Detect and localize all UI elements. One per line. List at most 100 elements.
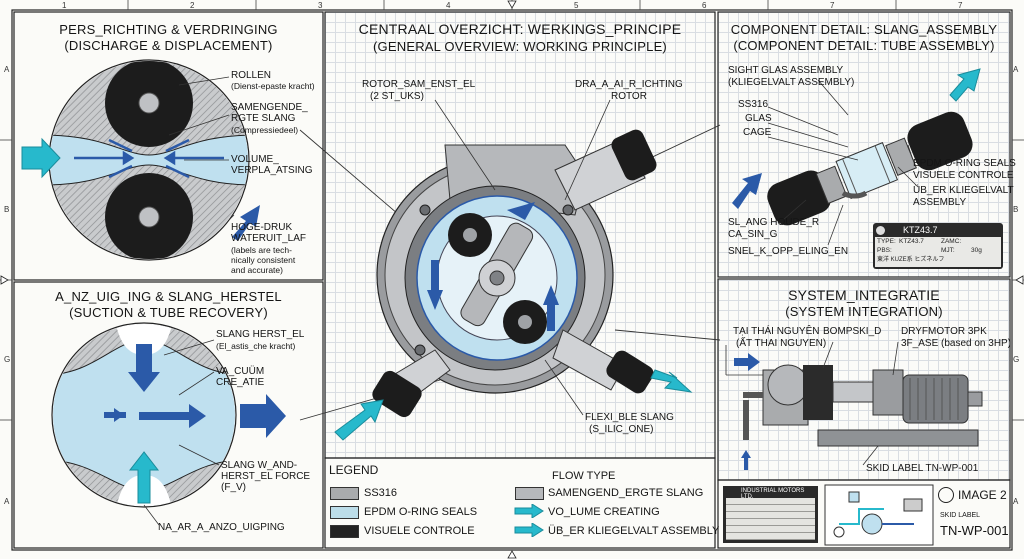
label-cage: CAGE (743, 127, 772, 138)
system-title: SYSTEM_INTEGRATIE (788, 287, 940, 303)
ruler-top-3: 3 (318, 1, 323, 10)
nameplate-pbs-label: PBS: (877, 247, 892, 254)
ruler-top-6: 6 (702, 1, 707, 10)
ruler-right-a2: A (1013, 497, 1019, 506)
legend-flow-volume: VO_LUME CREATING (548, 506, 660, 518)
nameplate-type-value: KTZ43.7 (899, 238, 924, 245)
label-tai-1: TẠI THÁI NGUYÊN (733, 326, 820, 337)
legend-swatch-ss316 (330, 487, 359, 500)
label-houder-1: SL_ANG HOUDE_R (728, 217, 820, 228)
nameplate: KTZ43.7 TYPE: KTZ43.7 ZAMC: PBS: MJT: 30… (873, 223, 1003, 269)
label-glas: GLAS (745, 113, 772, 124)
component-subtitle: (COMPONENT DETAIL: TUBE ASSEMBLY) (733, 38, 995, 53)
skid-label-small: SKID LABEL (940, 512, 981, 519)
ruler-top-1: 1 (62, 1, 67, 10)
label-verpla: VERPLA_ATSING (231, 165, 313, 176)
ruler-top-4: 4 (446, 1, 451, 10)
ruler-top-7b: 7 (958, 1, 963, 10)
system-subtitle: (SYSTEM INTEGRATION) (785, 304, 943, 319)
legend-item-visuele: VISUELE CONTROLE (364, 525, 475, 537)
system-illustration (725, 341, 983, 470)
label-rollen-sub: (Dienst-epaste kracht) (231, 81, 315, 91)
label-flexi-2: (S_ILIC_ONE) (589, 424, 654, 435)
schematic-icon (824, 484, 934, 546)
center-subtitle: (GENERAL OVERVIEW: WORKING PRINCIPLE) (373, 39, 667, 54)
label-uber-2: ASSEMBLY (913, 197, 967, 208)
legend-item-epdm: EPDM O-RING SEALS (364, 506, 478, 518)
image-badge-icon (938, 487, 954, 503)
ruler-right-g: G (1013, 355, 1020, 364)
discharge-illustration (21, 59, 260, 261)
nameplate-type-label: TYPE: (877, 238, 896, 245)
legend-arrow-uber (514, 523, 544, 537)
label-wateruit: WATERUIT_LAF (231, 233, 307, 244)
motor-plate-company: INDUSTRIAL MOTORS LTD. (741, 488, 805, 500)
center-title: CENTRAAL OVERZICHT: WERKINGS_PRINCIPE (358, 21, 682, 37)
label-force-1: SLANG W_AND- (221, 460, 298, 471)
legend-flow-title: FLOW TYPE (552, 470, 616, 482)
label-uber-1: ÜB_ER KLIEGELVALT (913, 185, 1014, 196)
label-compressiedeel: (Compressiedeel) (231, 125, 299, 135)
label-flexi-1: FLEXI_BLE SLANG (585, 412, 674, 423)
label-note-1: (labels are tech- (231, 245, 292, 255)
label-bomp: BOMPSKI_D (823, 326, 882, 337)
ruler-right-b: B (1013, 205, 1019, 214)
label-tai-2: (ẤT THAI NGUYEN) (736, 338, 827, 349)
discharge-subtitle: (DISCHARGE & DISPLACEMENT) (64, 38, 273, 53)
label-inlet: NA_AR_A_ANZO_UIGPING (158, 522, 285, 533)
nameplate-model: KTZ43.7 (903, 225, 938, 235)
label-dra-2: ROTOR (611, 91, 647, 102)
label-creatie: CRE_ATIE (216, 377, 265, 388)
label-epdm: EPDM O-RING SEALS (913, 158, 1016, 169)
ruler-top-2: 2 (190, 1, 195, 10)
label-vacuum: VA_CUÜM (216, 366, 265, 377)
nameplate-footer: 東洋 KUZE系 ヒズネルフ (877, 257, 945, 263)
legend-swatch-epdm (330, 506, 359, 519)
label-houder-2: CA_SIN_G (728, 229, 778, 240)
ruler-left-a2: A (4, 497, 10, 506)
suction-title: A_NZ_UIG_ING & SLANG_HERSTEL (55, 289, 282, 304)
ruler-left-g: G (4, 355, 11, 364)
ruler-left-b: B (4, 205, 10, 214)
label-samengende: SAMENGENDE_ (231, 102, 308, 113)
label-dry-2: 3F_ASE (based on 3HP) (901, 338, 1012, 349)
label-dry-1: DRYFMOTOR 3PK (901, 326, 987, 337)
legend-title: LEGEND (329, 463, 379, 477)
legend-arrow-volume (514, 504, 544, 518)
ruler-top-5: 5 (574, 1, 579, 10)
discharge-title: PERS_RICHTING & VERDRINGING (59, 22, 278, 37)
nameplate-mjt-value: 30g (971, 247, 982, 254)
motor-plate: INDUSTRIAL MOTORS LTD. (723, 486, 818, 543)
skid-code: TN-WP-001 (940, 523, 1009, 538)
label-force-3: (F_V) (221, 482, 246, 493)
suction-subtitle: (SUCTION & TUBE RECOVERY) (69, 305, 268, 320)
label-sight-1: SIGHT GLAS ASSEMBLY (728, 65, 844, 76)
legend-flow-samengend: SAMENGEND_ERGTE SLANG (548, 487, 704, 499)
label-ss316: SS316 (738, 99, 769, 110)
tube-assembly-illustration (732, 68, 981, 246)
motor-plate-table (726, 498, 815, 540)
legend-item-ss316: SS316 (364, 487, 398, 499)
label-volume: VOLUME_ (231, 154, 279, 165)
image-label: IMAGE 2 (958, 488, 1007, 502)
nameplate-zamc-label: ZAMC: (941, 238, 962, 245)
label-rotor: ROTOR_SAM_ENST_EL (362, 79, 476, 90)
ruler-right-a: A (1013, 65, 1019, 74)
label-skid: SKID LABEL TN-WP-001 (866, 463, 979, 474)
pump-illustration (334, 99, 693, 441)
label-herstel: SLANG HERST_EL (216, 329, 305, 340)
label-dra-1: DRA_A_AI_R_ICHTING (575, 79, 683, 90)
legend-swatch-samengend (515, 487, 544, 500)
label-sight-2: (KLIEGELVALT ASSEMBLY) (728, 77, 855, 88)
label-force-2: HERST_EL FORCE (221, 471, 311, 482)
label-rollen: ROLLEN (231, 70, 272, 81)
label-snel: SNEL_K_OPP_ELING_EN (728, 246, 849, 257)
label-visuele: VISUELE CONTROLE (913, 170, 1014, 181)
label-herstel-sub: (El_astis_che kracht) (216, 341, 296, 351)
component-title: COMPONENT DETAIL: SLANG_ASSEMBLY (730, 22, 998, 37)
label-note-3: and accurate) (231, 265, 283, 275)
legend-swatch-visuele (330, 525, 359, 538)
